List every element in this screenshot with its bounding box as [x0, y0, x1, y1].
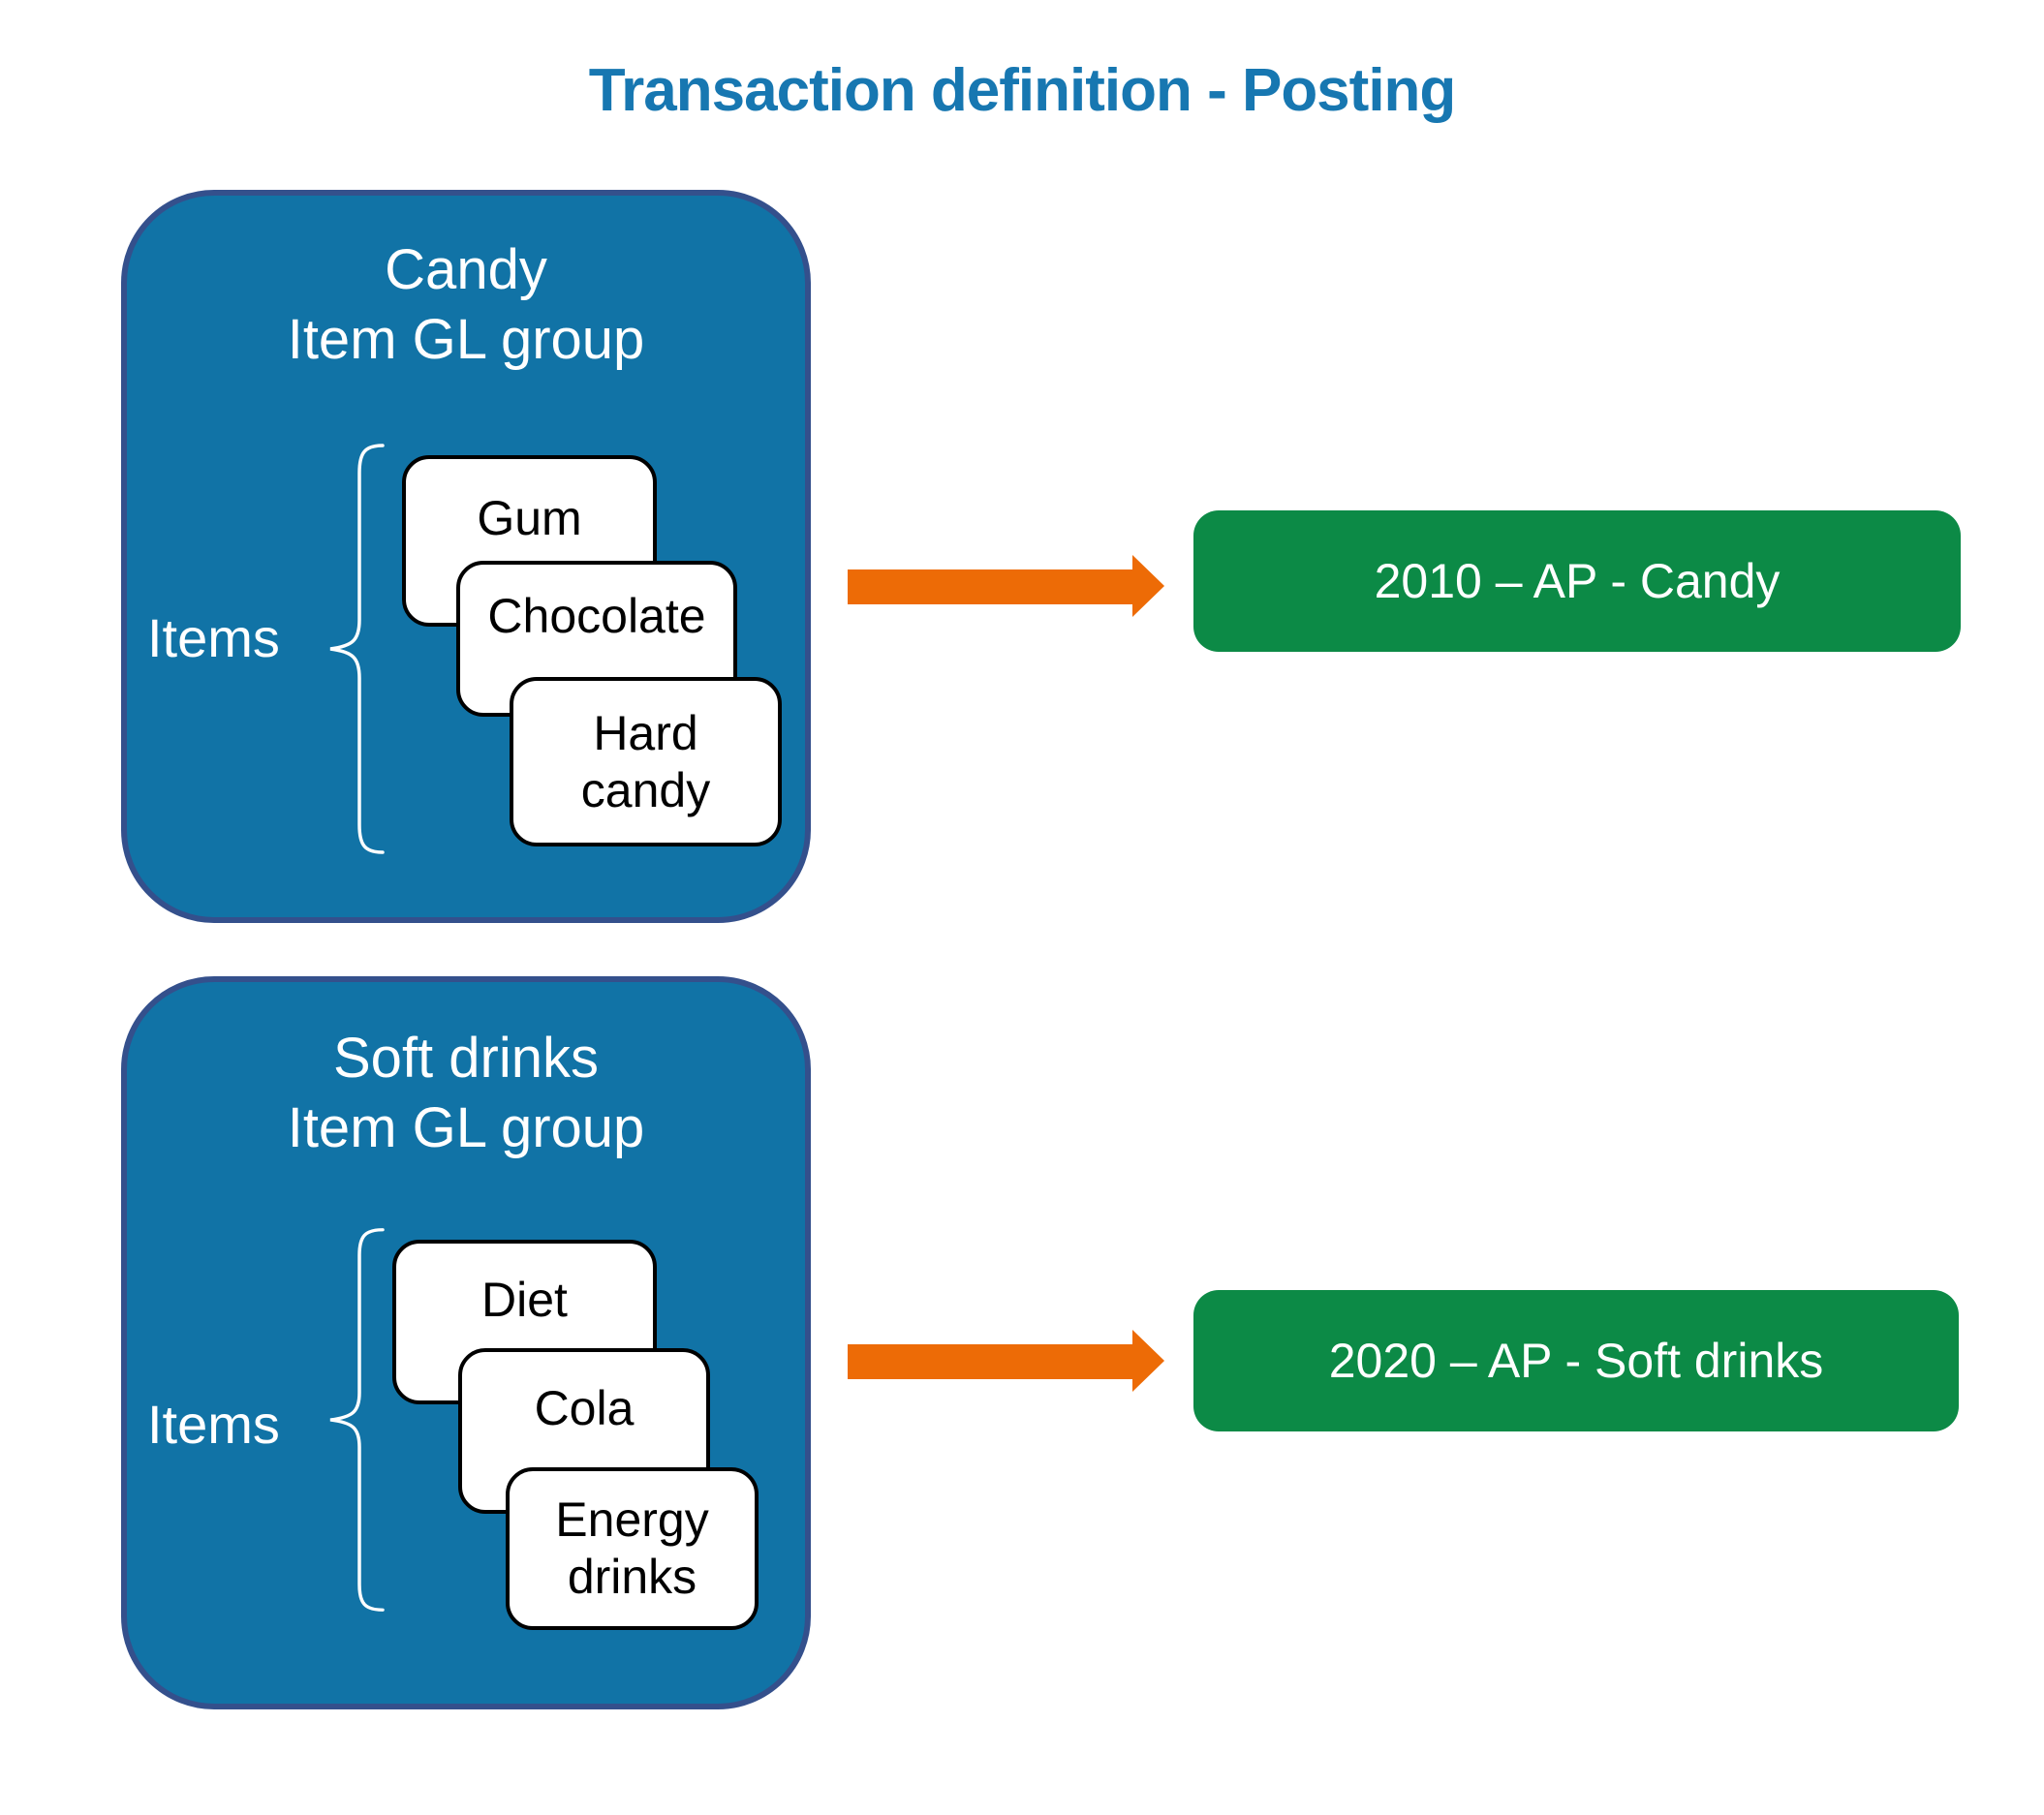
- gl-group-heading-line2: Item GL group: [287, 307, 645, 371]
- arrow-head-icon: [1132, 1330, 1164, 1392]
- items-label: Items: [147, 1394, 280, 1455]
- gl-group-heading-line1: Soft drinks: [333, 1027, 599, 1090]
- item-card-hard-candy: Hard candy: [510, 677, 782, 846]
- items-label: Items: [147, 607, 280, 668]
- arrow-shaft: [848, 569, 1132, 604]
- gl-account-candy: 2010 – AP - Candy: [1193, 510, 1961, 652]
- posting-arrow-candy: [848, 555, 1164, 618]
- soft-drinks-gl-group-heading: Soft drinks Item GL group: [121, 1024, 811, 1163]
- page-title: Transaction definition - Posting: [588, 57, 1457, 124]
- gl-account-soft-drinks: 2020 – AP - Soft drinks: [1193, 1290, 1959, 1431]
- posting-arrow-soft-drinks: [848, 1330, 1164, 1393]
- gl-group-heading-line2: Item GL group: [287, 1095, 645, 1159]
- arrow-head-icon: [1132, 555, 1164, 617]
- candy-gl-group-heading: Candy Item GL group: [121, 235, 811, 375]
- arrow-shaft: [848, 1344, 1132, 1379]
- gl-group-heading-line1: Candy: [385, 238, 547, 301]
- items-brace-icon: [329, 444, 385, 854]
- items-brace-icon: [329, 1228, 385, 1612]
- item-card-energy-drinks: Energy drinks: [506, 1467, 759, 1630]
